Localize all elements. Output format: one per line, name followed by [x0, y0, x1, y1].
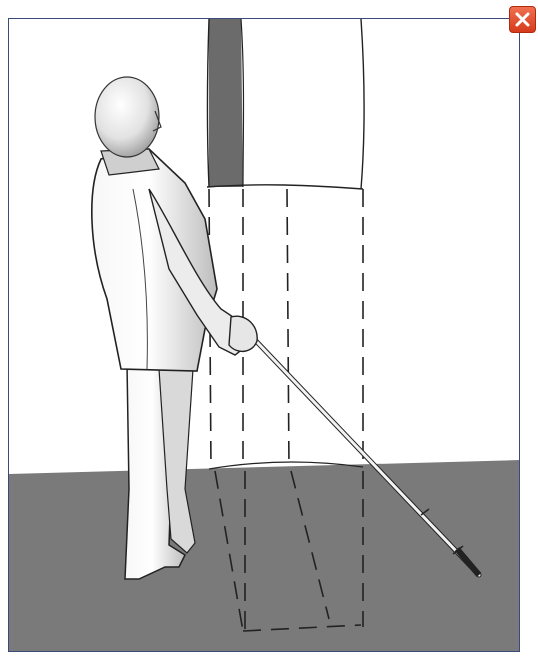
floor: [9, 460, 520, 652]
door-shadow: [209, 19, 243, 187]
close-button[interactable]: [509, 6, 536, 33]
illustration-frame: [8, 18, 520, 652]
close-icon: [514, 11, 531, 28]
illustration-canvas: [9, 19, 520, 652]
